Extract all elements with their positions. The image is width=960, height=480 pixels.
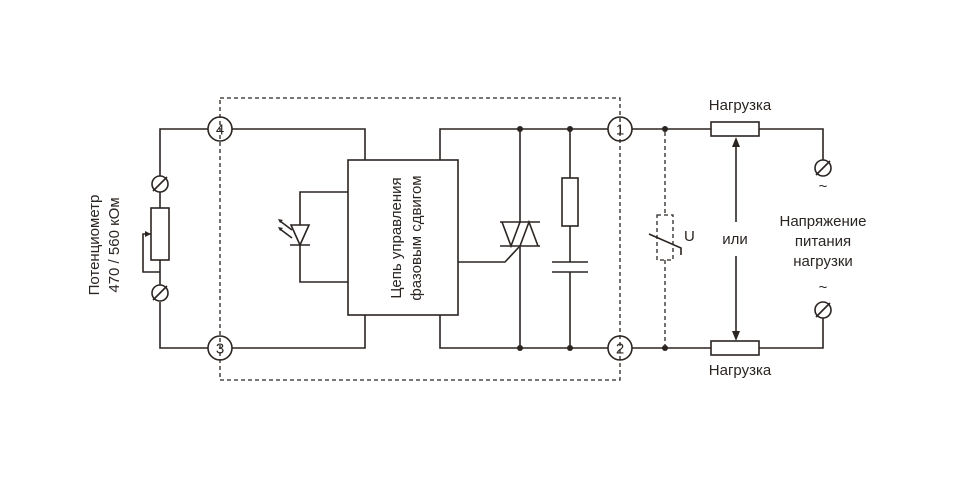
load-top [710, 121, 760, 137]
terminal-1: 1 [607, 116, 633, 142]
ac-symbol-bottom: ~ [819, 279, 828, 296]
svg-text:4: 4 [216, 122, 224, 139]
snubber-rc [552, 129, 588, 348]
module-boundary [219, 97, 621, 381]
supply-terminal-top [814, 159, 832, 177]
load-top-label: Нагрузка [709, 97, 772, 114]
or-label: или [722, 231, 748, 248]
supply-label-line3: нагрузки [793, 253, 853, 270]
supply-label-line1: Напряжение [780, 213, 867, 230]
potentiometer-label-line1: Потенциометр [86, 195, 103, 296]
svg-text:1: 1 [616, 122, 624, 139]
control-label-line1: Цепь управления [388, 177, 405, 298]
phase-control-block [347, 159, 459, 316]
svg-text:2: 2 [616, 341, 624, 358]
terminal-4: 4 [207, 116, 233, 142]
svg-text:3: 3 [216, 341, 224, 358]
supply-label-line2: питания [795, 233, 851, 250]
control-label-line2: фазовым сдвигом [408, 175, 425, 300]
load-bottom [710, 340, 760, 356]
led [278, 191, 348, 283]
potentiometer-circuit [142, 128, 208, 349]
varistor-label: U [684, 228, 695, 245]
triac [458, 129, 540, 348]
varistor: U [648, 132, 695, 345]
screw-terminal-top-left [151, 175, 169, 193]
screw-terminal-bottom-left [151, 284, 169, 302]
potentiometer-label-line2: 470 / 560 кОм [106, 197, 123, 292]
supply-terminal-bottom [814, 301, 832, 319]
terminal-2: 2 [607, 335, 633, 361]
potentiometer-body [150, 207, 170, 261]
ac-symbol-top: ~ [819, 178, 828, 195]
snubber-resistor [561, 177, 579, 227]
load-bottom-label: Нагрузка [709, 362, 772, 379]
terminal-3: 3 [207, 335, 233, 361]
